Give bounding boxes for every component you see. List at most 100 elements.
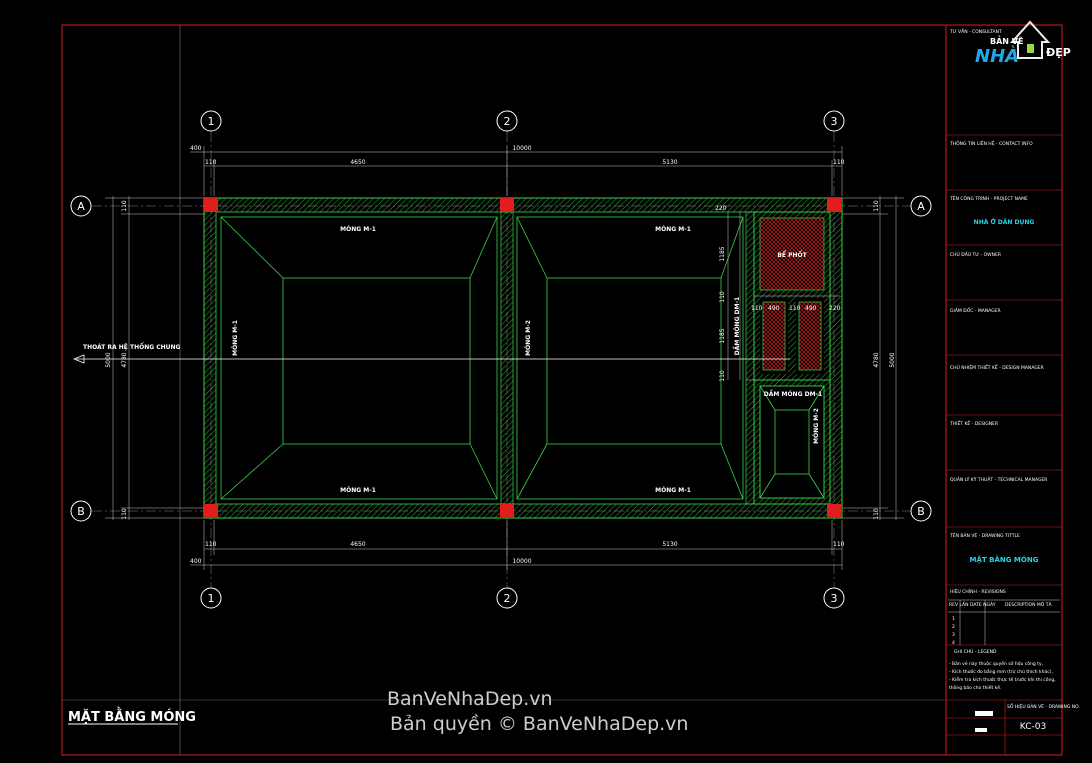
column-B1 bbox=[204, 504, 218, 518]
grid-bubble-1-bottom bbox=[200, 587, 222, 609]
dim-text: 220 bbox=[715, 205, 727, 212]
tb-drawing-no-label: SỐ HIỆU BẢN VẼ - DRAWING NO. bbox=[1007, 702, 1080, 710]
dim-text: 400 bbox=[190, 145, 202, 152]
tb-legend-line: - Kiểm tra kích thước thực tế trước khi … bbox=[949, 676, 1056, 683]
dim-text: 10000 bbox=[512, 145, 531, 152]
tb-drawing-title-label: TÊN BẢN VẼ - DRAWING TITTLE bbox=[949, 531, 1020, 539]
tb-contact: THÔNG TIN LIÊN HỆ - CONTACT INFO bbox=[949, 139, 1033, 147]
drain-arrow-icon bbox=[72, 354, 85, 364]
dim-text: 110 bbox=[205, 541, 217, 548]
dim-text: 4780 bbox=[121, 352, 128, 367]
grid-label: 2 bbox=[504, 592, 511, 605]
house-logo-icon bbox=[1009, 20, 1051, 59]
tb-drawing-title: MẶT BẰNG MÓNG bbox=[970, 554, 1039, 564]
title-block-border bbox=[945, 24, 1063, 756]
dim-text: 110 bbox=[719, 291, 726, 303]
dim-text: 5000 bbox=[105, 352, 112, 367]
dim-text: 110 bbox=[121, 508, 128, 520]
tb-revisions-label: HIỆU CHỈNH - REVISIONS bbox=[950, 587, 1006, 595]
grid-label: 3 bbox=[831, 115, 838, 128]
grid-label: A bbox=[917, 200, 925, 213]
watermark-line2: Bản quyền © BanVeNhaDep.vn bbox=[390, 713, 688, 735]
dimensions-septic bbox=[727, 212, 840, 381]
footing-label: MÓNG M-1 bbox=[340, 226, 376, 233]
dim-text: 10000 bbox=[512, 558, 531, 565]
grid-label: 1 bbox=[208, 592, 215, 605]
dim-text: 5000 bbox=[889, 352, 896, 367]
tb-rev-col-desc: DESCRIPTION MÔ TẢ bbox=[1005, 600, 1052, 608]
beam-label: DẦM MÓNG DM-1 bbox=[764, 389, 822, 398]
tb-designer: THIẾT KẾ - DESIGNER bbox=[949, 419, 998, 427]
grid-bubble-1-top bbox=[200, 110, 222, 132]
tb-drawing-no: KC-03 bbox=[1020, 722, 1046, 732]
footing-m1-right bbox=[516, 216, 744, 500]
column-A1 bbox=[204, 198, 218, 212]
dim-text: 220 bbox=[829, 305, 841, 312]
grid-bubble-A-left bbox=[70, 195, 92, 217]
column-B2 bbox=[500, 504, 514, 518]
grid-bubble-2-bottom bbox=[496, 587, 518, 609]
footing-label: MÓNG M-1 bbox=[340, 487, 376, 494]
tb-rev-row: 2 bbox=[952, 624, 955, 630]
grid-bubble-2-top bbox=[496, 110, 518, 132]
beam-label: DẦM MÓNG DM-1 bbox=[732, 297, 741, 355]
dim-text: 5130 bbox=[662, 541, 677, 548]
grid-label: 1 bbox=[208, 115, 215, 128]
septic-label: BỂ PHỐT bbox=[777, 251, 807, 259]
tb-rev-row: 1 bbox=[952, 616, 955, 622]
tb-project-label: TÊN CÔNG TRÌNH - PROJECT NAME bbox=[949, 194, 1028, 202]
footing-label: MÓNG M-1 bbox=[655, 487, 691, 494]
footing-m1-left bbox=[220, 216, 498, 500]
footing-label: MÓNG M-2 bbox=[813, 408, 820, 444]
dim-text: 110 bbox=[121, 200, 128, 212]
tb-scale-box bbox=[975, 711, 993, 716]
title-block: TƯ VẤN - CONSULTANT BẢN VẼ NHÀ ĐẸP THÔNG… bbox=[945, 20, 1080, 756]
tb-design-manager: CHỦ NHIỆM THIẾT KẾ - DESIGN MANAGER bbox=[950, 363, 1044, 371]
drawing-title: MẶT BẰNG MÓNG bbox=[68, 708, 196, 725]
column-A2 bbox=[500, 198, 514, 212]
septic-divider-beam bbox=[745, 211, 755, 505]
grid-bubbles: 1 2 3 1 2 3 A B A B bbox=[70, 110, 932, 609]
brand-logo: BẢN VẼ NHÀ ĐẸP bbox=[975, 20, 1071, 67]
column-B3 bbox=[827, 504, 841, 518]
tb-tech-manager: QUẢN LÝ KỸ THUẬT - TECHNICAL MANAGER bbox=[950, 475, 1047, 483]
dim-text: 110 bbox=[833, 159, 845, 166]
septic-chamber-2 bbox=[762, 301, 786, 371]
dim-text: 400 bbox=[190, 558, 202, 565]
footing-label: MÓNG M-1 bbox=[655, 226, 691, 233]
house-door-icon bbox=[1027, 44, 1034, 53]
grid-bubble-B-right bbox=[910, 500, 932, 522]
grid-bubble-A-right bbox=[910, 195, 932, 217]
tb-legend-label: GHI CHÚ - LEGEND bbox=[954, 648, 997, 655]
dimensions-right bbox=[842, 196, 904, 520]
tb-rev-row: 3 bbox=[952, 632, 955, 638]
septic-chamber-1 bbox=[759, 217, 825, 291]
dim-text: 110 bbox=[873, 508, 880, 520]
dim-text: 490 bbox=[805, 305, 817, 312]
dimensions-bottom bbox=[190, 520, 843, 570]
dim-text: 4650 bbox=[350, 159, 365, 166]
drain-label: THOÁT RA HỆ THỐNG CHUNG bbox=[83, 343, 181, 351]
dimensions-top bbox=[190, 146, 843, 196]
tb-legend-line: - Bản vẽ này thuộc quyền sở hữu công ty, bbox=[949, 659, 1043, 667]
dim-text: 110 bbox=[751, 305, 763, 312]
drain-pipe: THOÁT RA HỆ THỐNG CHUNG bbox=[72, 343, 790, 364]
grid-label: 2 bbox=[504, 115, 511, 128]
column-A3 bbox=[827, 198, 841, 212]
logo-brand-text: BẢN VẼ bbox=[990, 35, 1023, 46]
dim-text: 110 bbox=[873, 200, 880, 212]
grid-bubble-3-bottom bbox=[823, 587, 845, 609]
grid-bubble-B-left bbox=[70, 500, 92, 522]
grid-bubble-3-top bbox=[823, 110, 845, 132]
grid-label: B bbox=[917, 505, 925, 518]
dim-text: 110 bbox=[789, 305, 801, 312]
tb-rev-col-rev: REV LẦN bbox=[949, 600, 968, 608]
tb-rev-col-date: DATE NGÀY bbox=[970, 601, 996, 608]
dimensions-left bbox=[105, 196, 204, 520]
tb-legend-line: - Kích thước đo bằng mm (trừ chú thích k… bbox=[949, 668, 1053, 675]
footing-label: MÓNG M-2 bbox=[525, 320, 532, 356]
dim-text: 1185 bbox=[719, 246, 726, 261]
foundation-outer-outline bbox=[203, 197, 843, 519]
